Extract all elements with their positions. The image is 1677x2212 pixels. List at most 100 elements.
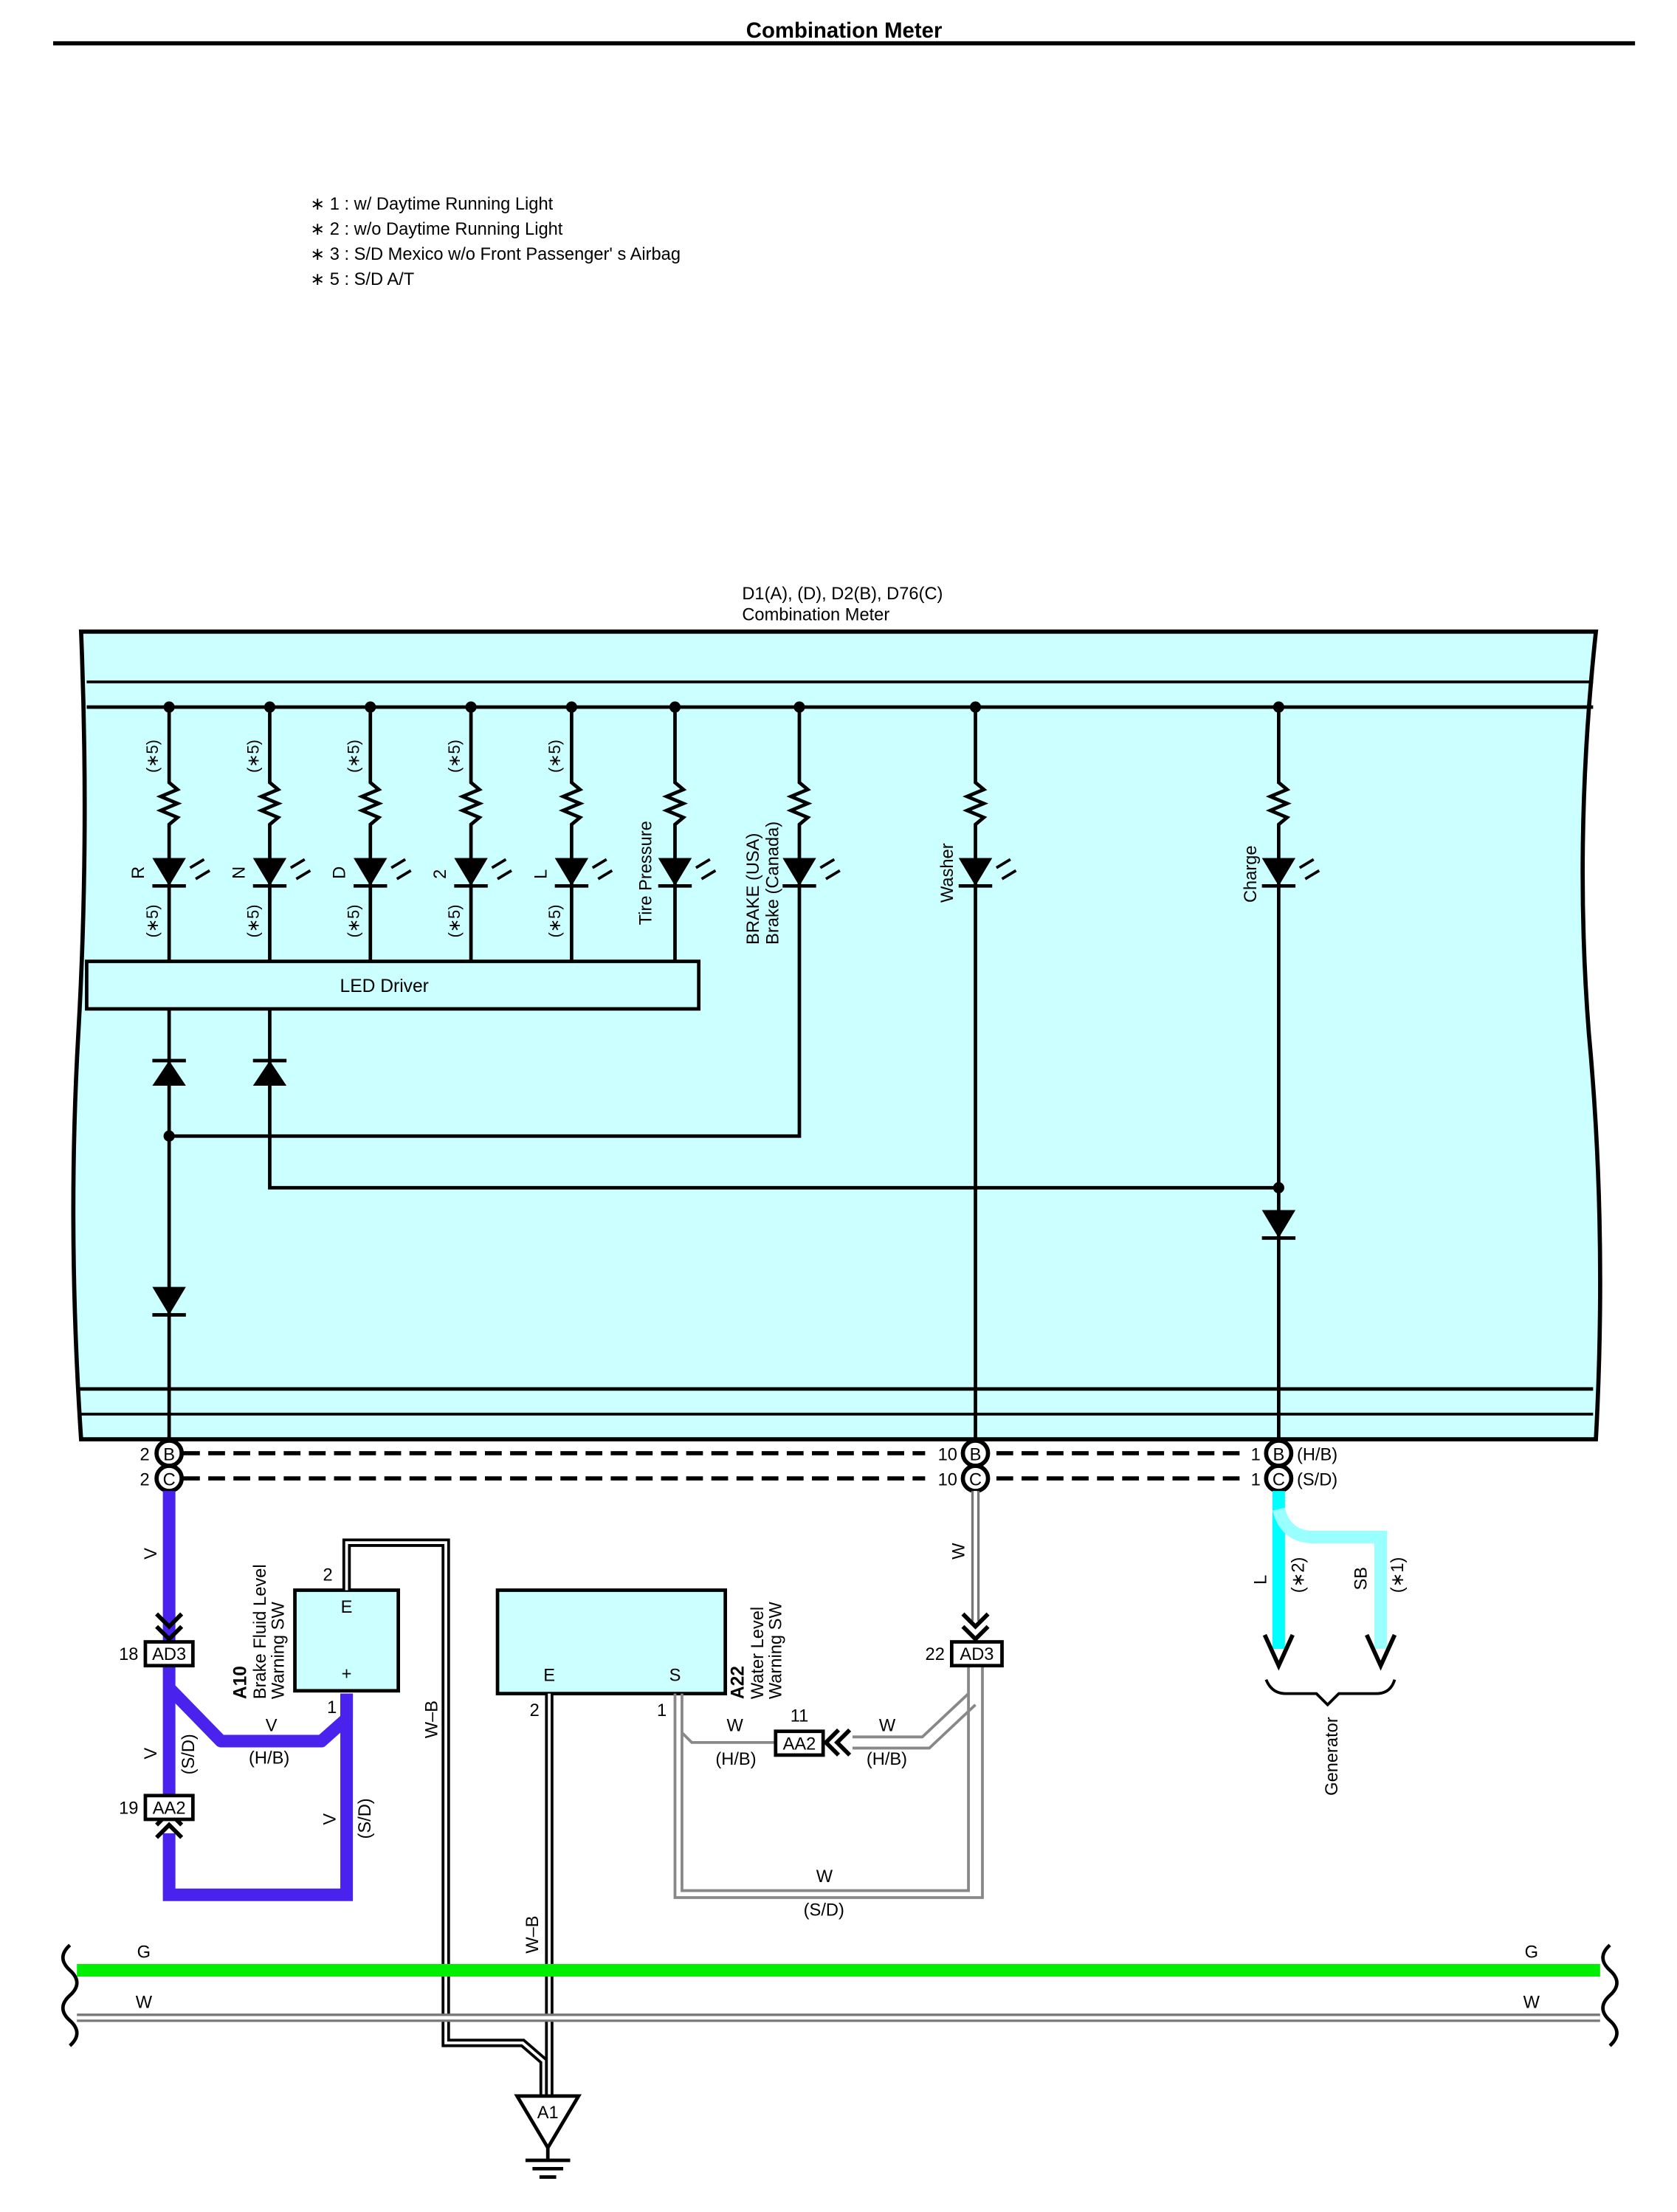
a10-switch-box — [293, 1588, 400, 1693]
svg-text:W: W — [1523, 1994, 1540, 2013]
a10-pin: 1 — [327, 1698, 337, 1717]
a22-switch-box — [495, 1588, 728, 1695]
connector-pin: 19 — [119, 1799, 138, 1818]
svg-text:(H/B): (H/B) — [867, 1750, 907, 1769]
led-icon — [152, 858, 211, 888]
svg-text:G: G — [1525, 1943, 1538, 1962]
indicator-labels: R N D 2 L Tire Pressure BRAKE (USA) Brak… — [129, 821, 1261, 945]
led-driver-label: LED Driver — [340, 976, 429, 996]
svg-text:W: W — [727, 1717, 744, 1736]
svg-text:(∗5): (∗5) — [345, 740, 363, 773]
junction-dot — [163, 1130, 175, 1142]
a22-name: Warning SW — [766, 1602, 785, 1700]
white-wire-labels: W W (H/B) W (H/B) W (S/D) — [715, 1543, 968, 1920]
svg-text:E: E — [341, 1598, 353, 1617]
a22-pin: 2 — [530, 1701, 540, 1720]
terminal-pin: 1 — [1251, 1445, 1261, 1464]
junction-dot — [1273, 701, 1284, 713]
svg-text:C: C — [163, 1471, 176, 1490]
connector-aa2-mid — [774, 1729, 825, 1757]
junction-dot — [264, 701, 276, 713]
internal-diodes — [152, 1008, 1296, 1440]
svg-text:(∗5): (∗5) — [545, 740, 564, 773]
svg-text:L: L — [1251, 1575, 1270, 1585]
svg-text:∗ 1 : w/ Daytime Running Light: ∗ 1 : w/ Daytime Running Light — [310, 195, 553, 214]
svg-text:(∗5): (∗5) — [345, 905, 363, 938]
note-mark: ∗ 1 — [310, 195, 340, 214]
led-icon — [782, 858, 841, 888]
led-icon — [354, 858, 412, 888]
svg-text:(H/B): (H/B) — [249, 1748, 289, 1768]
svg-text:(∗5): (∗5) — [244, 740, 262, 773]
note-marks: (∗5) (∗5) (∗5) (∗5) (∗5) (∗5) (∗5) (∗5) … — [143, 740, 564, 937]
indicator-2-label: 2 — [431, 869, 450, 879]
note-text: : S/D A/T — [344, 270, 414, 289]
svg-text:AA2: AA2 — [153, 1799, 186, 1818]
connector-ad3-right — [949, 1640, 1004, 1668]
connector-ad3-left — [143, 1640, 195, 1668]
svg-text:W: W — [136, 1994, 153, 2013]
white-harness — [673, 1491, 990, 1899]
junction-dot — [163, 701, 175, 713]
svg-text:∗ 2 : w/o Daytime Running Ligh: ∗ 2 : w/o Daytime Running Light — [310, 220, 562, 239]
wb-wire-label: W–B — [423, 1701, 442, 1738]
meter-terminals: B C B C B C 2 2 10 10 1 1 (H/B) (S/D) — [140, 1439, 1337, 1493]
bus-wires — [61, 1943, 1619, 2047]
meter-body — [71, 629, 1602, 1441]
indicator-tire-pressure-label: Tire Pressure — [636, 821, 655, 925]
note-text: : S/D Mexico w/o Front Passenger' s Airb… — [344, 245, 680, 264]
indicator-brake-usa-label: BRAKE (USA) — [744, 833, 763, 945]
ground-label: A1 — [537, 2104, 559, 2123]
svg-text:V: V — [142, 1548, 161, 1560]
indicator-l-label: L — [531, 869, 551, 879]
led-icon — [658, 858, 717, 888]
connector-pin: 22 — [926, 1645, 945, 1664]
diode-icon — [252, 1058, 287, 1086]
a22-name: Water Level — [748, 1607, 768, 1699]
svg-text:W: W — [949, 1543, 968, 1560]
junction-dot — [565, 701, 577, 713]
note-mark: ∗ 5 — [310, 270, 340, 289]
svg-text:B: B — [163, 1445, 175, 1464]
note-mark: ∗ 3 — [310, 245, 340, 264]
svg-text:∗ 5 : S/D A/T: ∗ 5 : S/D A/T — [310, 270, 414, 289]
svg-text:AA2: AA2 — [783, 1734, 816, 1754]
indicator-brake-canada-label: Brake (Canada) — [764, 821, 783, 945]
a10-code: A10 — [230, 1666, 250, 1699]
svg-text:E: E — [543, 1667, 555, 1686]
note-mark: ∗ 2 — [310, 220, 340, 239]
svg-text:∗ 3 : S/D Mexico w/o Front Pas: ∗ 3 : S/D Mexico w/o Front Passenger' s … — [310, 245, 681, 264]
diode-icon — [152, 1058, 186, 1086]
led-icon — [1261, 858, 1320, 888]
junction-dot — [793, 701, 805, 713]
svg-text:+: + — [342, 1665, 352, 1684]
svg-text:V: V — [320, 1813, 340, 1825]
svg-text:(∗5): (∗5) — [143, 905, 162, 938]
diode-icon — [1261, 1210, 1296, 1240]
generator-label: Generator — [1323, 1717, 1342, 1796]
svg-text:(H/B): (H/B) — [715, 1750, 756, 1769]
meter-connector-label: D1(A), (D), D2(B), D76(C) — [742, 585, 943, 604]
indicator-d-label: D — [331, 866, 350, 879]
indicator-columns — [152, 701, 1320, 1440]
svg-text:(S/D): (S/D) — [179, 1734, 199, 1774]
generator-wire-labels: L (∗2) SB (∗1) — [1251, 1557, 1408, 1593]
a10-pin: 2 — [323, 1565, 332, 1585]
svg-text:(S/D): (S/D) — [356, 1798, 375, 1839]
svg-text:(∗2): (∗2) — [1289, 1557, 1308, 1593]
svg-text:(∗5): (∗5) — [445, 905, 464, 938]
indicator-n-label: N — [230, 866, 249, 879]
terminal-pin: 10 — [938, 1471, 957, 1490]
svg-text:V: V — [266, 1717, 278, 1736]
terminal-pin: 2 — [140, 1471, 149, 1490]
terminal-pin: 1 — [1251, 1471, 1261, 1490]
led-driver-box — [85, 959, 701, 1011]
bus-wire-labels: G G W W — [136, 1943, 1540, 2012]
connector-pin: 11 — [791, 1706, 809, 1726]
a22-code: A22 — [728, 1666, 748, 1699]
led-icon — [958, 858, 1017, 888]
junction-dot — [465, 701, 477, 713]
indicator-r-label: R — [129, 866, 148, 879]
violet-wire-labels: V V (S/D) V (H/B) V (S/D) — [142, 1548, 375, 1839]
diode-icon — [152, 1286, 186, 1317]
